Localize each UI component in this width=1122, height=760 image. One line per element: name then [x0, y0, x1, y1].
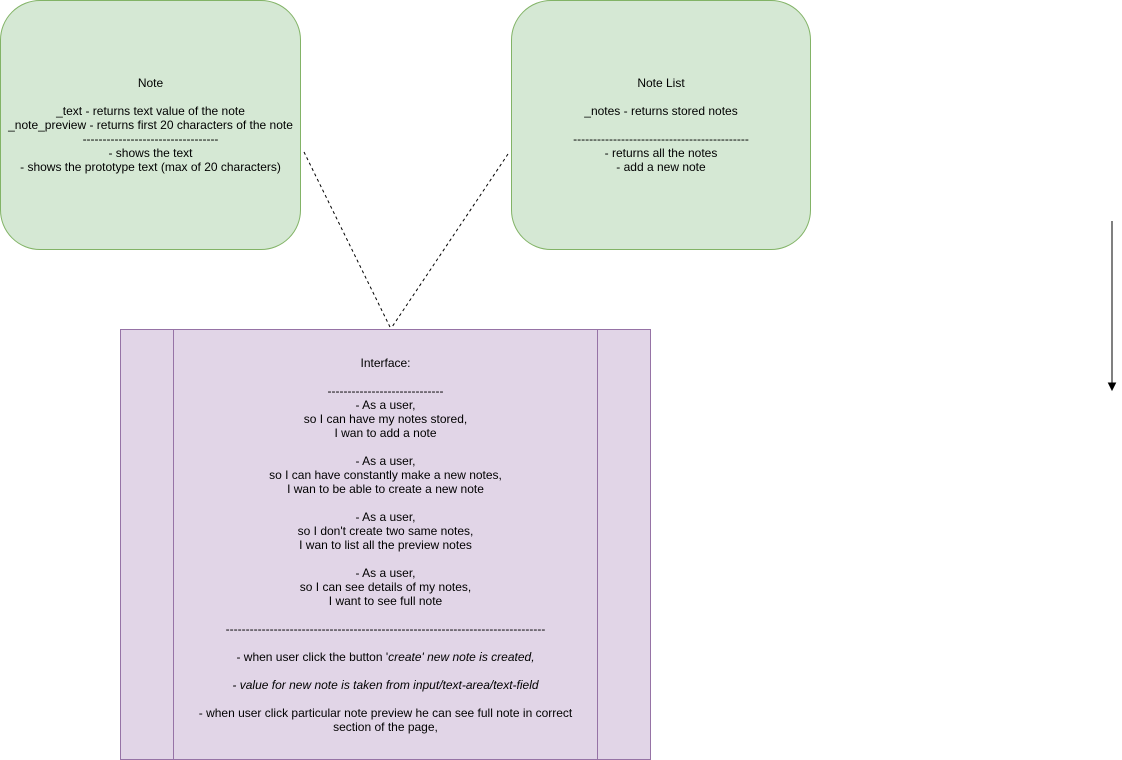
note-list-class-separator: ----------------------------------------…	[573, 132, 749, 146]
blank-line	[174, 692, 597, 706]
interface-process-node[interactable]: Interface: -----------------------------…	[120, 329, 651, 760]
rule-2-italic: - value for new note is taken from input…	[232, 678, 539, 692]
blank-line	[174, 496, 597, 510]
blank-line	[174, 552, 597, 566]
interface-separator-short: -----------------------------	[327, 384, 444, 398]
note-class-separator: ----------------------------------	[82, 132, 219, 146]
note-list-class-title: Note List	[637, 76, 685, 90]
story-2-line-2: so I can have constantly make a new note…	[269, 468, 502, 482]
story-4-line-1: - As a user,	[355, 566, 416, 580]
story-4-line-2: so I can see details of my notes,	[299, 580, 472, 594]
story-1-line-3: I wan to add a note	[334, 426, 437, 440]
interface-left-divider	[173, 330, 174, 759]
note-class-node[interactable]: Note _text - returns text value of the n…	[0, 0, 301, 250]
note-class-preview-attr: _note_preview - returns first 20 charact…	[8, 118, 293, 132]
interface-text-block: Interface: -----------------------------…	[174, 356, 597, 734]
story-3-line-2: so I don't create two same notes,	[297, 524, 474, 538]
story-4-line-3: I want to see full note	[328, 594, 443, 608]
note-list-class-node[interactable]: Note List _notes - returns stored notes …	[511, 0, 811, 250]
interface-separator-long: ----------------------------------------…	[225, 622, 546, 636]
note-class-method-show-text: - shows the text	[108, 146, 193, 160]
blank-line	[174, 664, 597, 678]
note-to-interface-dashed-connector	[303, 151, 391, 328]
story-3-line-1: - As a user,	[355, 510, 416, 524]
rule-1-plain: - when user click the button '	[236, 650, 389, 664]
rule-1-italic: create' new note is created,	[388, 650, 535, 664]
rule-1: - when user click the button 'create' ne…	[174, 650, 597, 664]
story-2-line-3: I wan to be able to create a new note	[287, 482, 484, 496]
note-list-class-method-add-note: - add a new note	[616, 160, 706, 174]
note-class-text-attr: _text - returns text value of the note	[56, 104, 245, 118]
rule-3: - when user click particular note previe…	[198, 706, 573, 734]
interface-right-divider	[597, 330, 598, 759]
blank-line	[174, 370, 597, 384]
arrow-head-down-icon	[1107, 382, 1117, 392]
note-class-method-show-prototype: - shows the prototype text (max of 20 ch…	[20, 160, 281, 174]
story-2-line-1: - As a user,	[355, 454, 416, 468]
note-list-class-notes-attr: _notes - returns stored notes	[584, 104, 738, 118]
story-1-line-2: so I can have my notes stored,	[303, 412, 468, 426]
blank-line	[174, 636, 597, 650]
blank-line	[174, 608, 597, 622]
story-1-line-1: - As a user,	[355, 398, 416, 412]
interface-title: Interface:	[360, 356, 411, 370]
rule-2: - value for new note is taken from input…	[174, 678, 597, 692]
note-list-class-method-returns-all: - returns all the notes	[604, 146, 718, 160]
story-3-line-3: I wan to list all the preview notes	[299, 538, 472, 552]
notelist-to-interface-dashed-connector	[391, 153, 509, 328]
blank-line	[174, 440, 597, 454]
note-class-title: Note	[137, 76, 164, 90]
